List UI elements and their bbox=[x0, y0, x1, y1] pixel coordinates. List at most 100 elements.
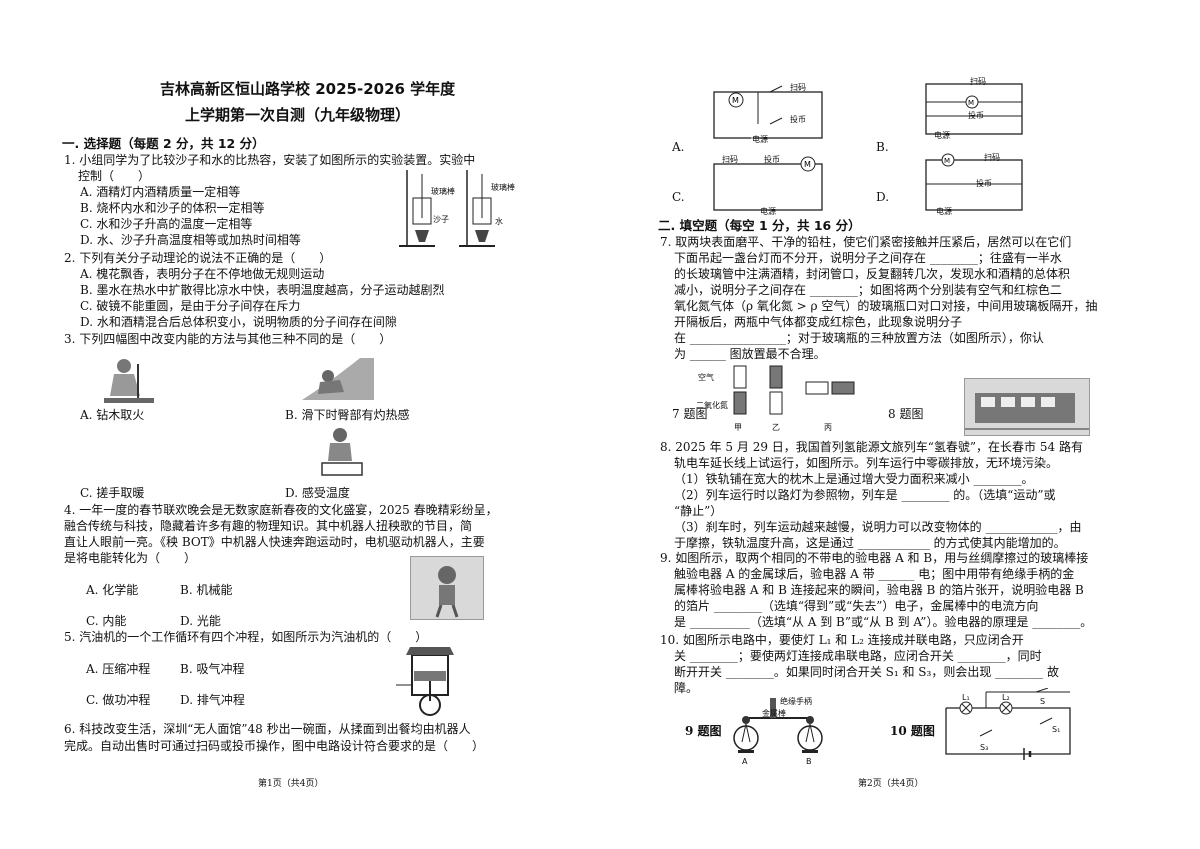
q1-label-rod-1: 玻璃棒 bbox=[431, 187, 455, 196]
q6-option-c-label: C. bbox=[672, 190, 685, 204]
q4-option-c: C. 内能 bbox=[86, 614, 127, 628]
q8-train-photo bbox=[964, 378, 1090, 436]
q4-option-b: B. 机械能 bbox=[180, 583, 233, 597]
q10-circuit-figure: L₁ L₂ S S₁ S₃ bbox=[940, 688, 1080, 760]
q7-line-6: 开隔板后，两瓶中气体都变成红棕色，此现象说明分子 bbox=[674, 315, 963, 329]
q7-line-2: 下面吊起一盏台灯而不分开，说明分子之间存在 ________；往盛有一半水 bbox=[674, 251, 1062, 265]
q8-line-1: 8. 2025 年 5 月 29 日，我国首列氢能源文旅列车“氢春號”，在长春市… bbox=[660, 440, 1083, 454]
q5-option-a: A. 压缩冲程 bbox=[86, 662, 151, 676]
q6-option-b-label: B. bbox=[876, 140, 889, 154]
q2-option-a: A. 槐花飘香，表明分子在不停地做无规则运动 bbox=[80, 267, 325, 281]
q4-stem-1: 4. 一年一度的春节联欢晚会是无数家庭新春夜的文化盛宴，2025 春晚精彩纷呈， bbox=[64, 503, 498, 517]
q9-electroscope-figure: 绝缘手柄 金属棒 A B bbox=[730, 692, 830, 766]
q4-stem-4: 是将电能转化为（ ） bbox=[64, 551, 197, 565]
q6-stem-1: 6. 科技改变生活，深圳“无人面馆”48 秒出一碗面，从揉面到出餐均由机器人 bbox=[64, 722, 471, 736]
q6-circuit-d: M 扫码 投币 电源 bbox=[920, 150, 1030, 216]
q10-figure-caption: 10 题图 bbox=[890, 724, 935, 738]
q2-option-b: B. 墨水在热水中扩散得比凉水中快，表明温度越高，分子运动越剧烈 bbox=[80, 283, 445, 297]
q9-figure-caption: 9 题图 bbox=[685, 724, 722, 738]
page-1-footer: 第1页（共4页） bbox=[258, 779, 324, 789]
q7-label-yi: 乙 bbox=[772, 423, 780, 432]
q10-label-s3: S₃ bbox=[980, 743, 989, 752]
q8-line-4: （2）列车运行时以路灯为参照物，列车是 ________ 的。（选填“运动”或 bbox=[674, 488, 1056, 502]
q4-option-a: A. 化学能 bbox=[86, 583, 139, 597]
q10-line-2: 关 ________；要使两灯连接成串联电路，应闭合开关 ________，同时 bbox=[674, 649, 1042, 663]
exam-title: 吉林高新区恒山路学校 2025-2026 学年度 bbox=[160, 80, 456, 98]
q7-line-8: 为 ______ 图放置最不合理。 bbox=[674, 347, 826, 361]
q1-label-sand: 沙子 bbox=[433, 215, 449, 224]
q7-line-5: 氧化氮气体（ρ 氧化氮 > ρ 空气）的玻璃瓶口对口对接，中间用玻璃板隔开，抽 bbox=[674, 299, 1098, 313]
q7-figure-caption: 7 题图 bbox=[672, 407, 708, 421]
svg-text:M: M bbox=[944, 157, 950, 165]
q5-option-b: B. 吸气冲程 bbox=[180, 662, 245, 676]
q6-option-a-label: A. bbox=[672, 140, 685, 154]
q9-line-1: 9. 如图所示，取两个相同的不带电的验电器 A 和 B，用与丝绸摩擦过的玻璃棒接 bbox=[660, 551, 1089, 565]
q10-line-4: 障。 bbox=[674, 681, 699, 695]
circuit-c-power-label: 电源 bbox=[760, 207, 776, 216]
q3-stem: 3. 下列四幅图中改变内能的方法与其他三种不同的是（ ） bbox=[64, 332, 392, 346]
q6-circuit-b: M 扫码 投币 电源 bbox=[920, 74, 1030, 140]
q5-stem: 5. 汽油机的一个工作循环有四个冲程，如图所示为汽油机的（ ） bbox=[64, 630, 428, 644]
q4-robot-photo bbox=[410, 556, 484, 620]
q1-option-a: A. 酒精灯内酒精质量一定相等 bbox=[80, 185, 241, 199]
q2-stem: 2. 下列有关分子动理论的说法不正确的是（ ） bbox=[64, 251, 332, 265]
q3-slide-image bbox=[300, 352, 378, 402]
q10-label-s1: S₁ bbox=[1052, 725, 1061, 734]
circuit-d-scan-label: 扫码 bbox=[984, 153, 1000, 162]
q1-option-b: B. 烧杯内水和沙子的体积一定相等 bbox=[80, 201, 265, 215]
q10-line-1: 10. 如图所示电路中，要使灯 L₁ 和 L₂ 连接成并联电路，只应闭合开 bbox=[660, 633, 1024, 647]
circuit-a-scan-label: 扫码 bbox=[790, 83, 806, 92]
q8-line-7: 于摩擦，铁轨温度升高，这是通过 ____________ 的方式使其内能增加的。 bbox=[674, 536, 1066, 550]
q1-apparatus-figure: 玻璃棒 玻璃棒 沙子 水 bbox=[395, 168, 525, 250]
q1-option-d: D. 水、沙子升高温度相等或加热时间相等 bbox=[80, 233, 301, 247]
q9-line-2: 触验电器 A 的金属球后，验电器 A 带 ______ 电；图中用带有绝缘手柄的… bbox=[674, 567, 1075, 581]
q6-circuit-c: M 扫码 投币 电源 bbox=[708, 152, 828, 216]
q6-stem-2: 完成。自动出售时可通过扫码或投币操作，图中电路设计符合要求的是（ ） bbox=[64, 739, 485, 753]
q4-stem-2: 融合传统与科技，隐藏着许多有趣的物理知识。其中机器人扭秧歌的节目，简 bbox=[64, 519, 473, 533]
q9-label-a: A bbox=[742, 757, 748, 766]
q10-line-3: 断开开关 ________。如果同时闭合开关 S₁ 和 S₃，则会出现 ____… bbox=[674, 665, 1059, 679]
q7-label-bing: 丙 bbox=[824, 423, 832, 432]
q8-line-2: 轨电车延长线上试运行，如图所示。列车运行中零碳排放，无环境污染。 bbox=[674, 456, 1059, 470]
circuit-d-coin-label: 投币 bbox=[976, 179, 992, 188]
q1-stem: 1. 小组同学为了比较沙子和水的比热容，安装了如图所示的实验装置。实验中 bbox=[64, 153, 476, 167]
q3-option-a: A. 钻木取火 bbox=[80, 408, 145, 422]
page-2: M 扫码 投币 电源 A. M 扫码 投币 电源 B. M 扫码 投币 电源 C… bbox=[600, 0, 1200, 849]
q3-option-b: B. 滑下时臀部有灼热感 bbox=[285, 408, 410, 422]
q9-line-3: 属棒将验电器 A 和 B 连接起来的瞬间，验电器 B 的箔片张开，说明验电器 B bbox=[674, 583, 1084, 597]
page-1: 吉林高新区恒山路学校 2025-2026 学年度 上学期第一次自测（九年级物理）… bbox=[62, 80, 525, 790]
section-fill-heading: 二. 填空题（每空 1 分，共 16 分） bbox=[658, 218, 861, 233]
q3-temperature-image bbox=[318, 425, 366, 477]
svg-text:M: M bbox=[732, 96, 739, 105]
q5-option-c: C. 做功冲程 bbox=[86, 693, 151, 707]
q8-line-3: （1）铁轨铺在宽大的枕木上是通过增大受力面积来减小 ________。 bbox=[674, 472, 1034, 486]
q8-figure-caption: 8 题图 bbox=[888, 407, 924, 421]
q5-option-d: D. 排气冲程 bbox=[180, 693, 245, 707]
q7-bottles-figure: 空气 二氧化氮 甲 乙 丙 bbox=[696, 362, 870, 432]
q7-line-1: 7. 取两块表面磨平、干净的铅柱，使它们紧密接触并压紧后，居然可以在它们 bbox=[660, 235, 1072, 249]
q7-line-7: 在 ________________；对于玻璃瓶的三种放置方法（如图所示），你认 bbox=[674, 331, 1044, 345]
q1-option-c: C. 水和沙子升高的温度一定相等 bbox=[80, 217, 253, 231]
q1-label-water: 水 bbox=[495, 217, 503, 226]
q2-option-c: C. 破镜不能重圆，是由于分子间存在斥力 bbox=[80, 299, 301, 313]
circuit-c-coin-label: 投币 bbox=[764, 155, 780, 164]
q3-drill-wood-image bbox=[100, 356, 160, 404]
circuit-a-coin-label: 投币 bbox=[790, 115, 806, 124]
section-choice-heading: 一. 选择题（每题 2 分，共 12 分） bbox=[62, 136, 265, 151]
q7-label-jia: 甲 bbox=[734, 423, 742, 432]
q3-option-d: D. 感受温度 bbox=[285, 486, 350, 500]
q9-label-b: B bbox=[806, 757, 812, 766]
circuit-b-scan-label: 扫码 bbox=[970, 77, 986, 86]
svg-text:M: M bbox=[968, 99, 974, 107]
circuit-d-power-label: 电源 bbox=[936, 207, 952, 216]
q7-line-3: 的长玻璃管中注满酒精，封闭管口，反复翻转几次，发现水和酒精的总体积 bbox=[674, 267, 1071, 281]
q4-stem-3: 直让人眼前一亮。《秧 BOT》中机器人快速奔跑运动时，电机驱动机器人，主要 bbox=[64, 535, 485, 549]
q9-label-handle: 绝缘手柄 bbox=[780, 697, 812, 706]
q1-label-rod-2: 玻璃棒 bbox=[491, 183, 515, 192]
circuit-b-power-label: 电源 bbox=[934, 131, 950, 140]
q9-line-4: 的箔片 ________（选填“得到”或“失去”）电子，金属棒中的电流方向 bbox=[674, 599, 1039, 613]
q2-option-d: D. 水和酒精混合后总体积变小，说明物质的分子间存在间隙 bbox=[80, 315, 397, 329]
circuit-c-scan-label: 扫码 bbox=[722, 155, 738, 164]
q9-line-5: 是 __________（选填“从 A 到 B”或“从 B 到 A”）。验电器的… bbox=[674, 615, 1093, 629]
q10-label-l1: L₁ bbox=[962, 693, 970, 702]
